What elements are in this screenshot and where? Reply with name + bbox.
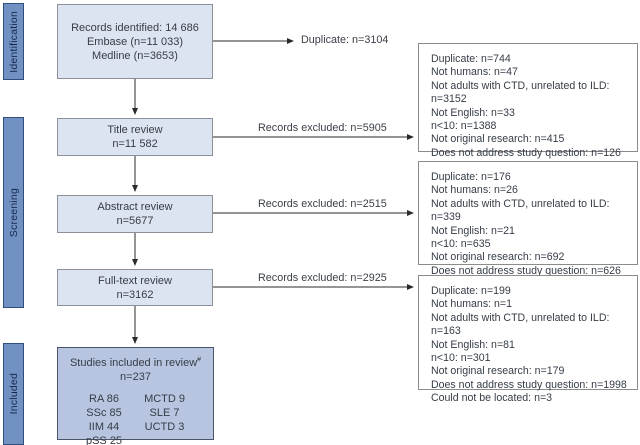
- exclusion-line: n<10: n=1388: [431, 120, 497, 133]
- stage-included: Included: [3, 343, 24, 445]
- records-identified-line: Records identified: 14 686: [71, 21, 199, 34]
- studies-col-1: RA 86 SSc 85 IIM 44 pSS 25: [85, 393, 123, 445]
- duplicate-annotation: Duplicate: n=3104: [301, 34, 389, 46]
- exclusion-line: Not humans: n=47: [431, 66, 518, 79]
- stage-screening-label: Screening: [7, 187, 20, 238]
- stage-identification: Identification: [3, 3, 24, 80]
- exclusion-line: n<10: n=635: [431, 238, 491, 251]
- exclusion-line: Not original research: n=179: [431, 365, 565, 378]
- exclusion-line: Does not address study question: n=626: [431, 264, 621, 277]
- excluded-label-2: Records excluded: n=2515: [258, 198, 387, 210]
- exclusion-line: Not English: n=21: [431, 224, 515, 237]
- fulltext-review-label: Full-text review: [98, 274, 172, 287]
- exclusion-line: Not adults with CTD, unrelated to ILD: n…: [431, 197, 610, 224]
- exclusion-line: Not English: n=33: [431, 106, 515, 119]
- studies-included-count: n=237: [120, 371, 151, 383]
- exclusion-line: Could not be located: n=3: [431, 392, 553, 405]
- excluded-label-3: Records excluded: n=2925: [258, 272, 387, 284]
- studies-included-title: Studies included in review#: [69, 356, 202, 369]
- stage-screening: Screening: [3, 117, 24, 308]
- box-fulltext-review: Full-text review n=3162: [57, 269, 213, 306]
- stage-included-label: Included: [7, 373, 20, 415]
- abstract-review-label: Abstract review: [97, 201, 173, 213]
- exclusion-line: Does not address study question: n=126: [431, 146, 621, 159]
- exclusion-line: Not original research: n=692: [431, 251, 565, 264]
- title-review-count: n=11 582: [112, 138, 158, 150]
- box-records-identified: Records identified: 14 686 Embase (n=11 …: [57, 4, 213, 79]
- title-review-label: Title review: [107, 124, 163, 136]
- exclusion-line: Not English: n=81: [431, 338, 515, 351]
- box-title-review: Title review n=11 582: [57, 118, 213, 156]
- box-abstract-review: Abstract review n=5677: [57, 195, 213, 233]
- studies-included-columns: RA 86 SSc 85 IIM 44 pSS 25 MCTD 9 SLE 7 …: [86, 392, 185, 445]
- abstract-review-count: n=5677: [116, 215, 154, 227]
- exclusion-box-fulltext-review: Duplicate: n=199 Not humans: n=1 Not adu…: [418, 275, 638, 404]
- exclusion-line: Duplicate: n=199: [431, 285, 511, 297]
- exclusion-line: Duplicate: n=744: [431, 53, 511, 65]
- exclusion-line: Not adults with CTD, unrelated to ILD: n…: [431, 79, 610, 106]
- excluded-label-1: Records excluded: n=5905: [258, 122, 387, 134]
- exclusion-line: Duplicate: n=176: [431, 171, 511, 183]
- exclusion-line: Does not address study question: n=1998: [431, 378, 627, 391]
- stage-identification-label: Identification: [7, 10, 20, 73]
- exclusion-line: n<10: n=301: [431, 352, 491, 365]
- exclusion-line: Not original research: n=415: [431, 133, 565, 146]
- exclusion-line: Not humans: n=1: [431, 298, 512, 311]
- studies-col-2: MCTD 9 SLE 7 UCTD 3: [144, 393, 186, 433]
- fulltext-review-count: n=3162: [116, 288, 154, 301]
- footnote-marker: #: [197, 356, 202, 364]
- exclusion-box-title-review: Duplicate: n=744 Not humans: n=47 Not ad…: [418, 43, 638, 159]
- records-identified-embase: Embase (n=11 033): [86, 35, 184, 48]
- box-studies-included: Studies included in review# n=237 RA 86 …: [57, 347, 214, 445]
- exclusion-line: Not humans: n=26: [431, 184, 518, 197]
- records-identified-medline: Medline (n=3653): [92, 49, 178, 62]
- exclusion-line: Not adults with CTD, unrelated to ILD: n…: [431, 311, 610, 338]
- exclusion-box-abstract-review: Duplicate: n=176 Not humans: n=26 Not ad…: [418, 161, 638, 277]
